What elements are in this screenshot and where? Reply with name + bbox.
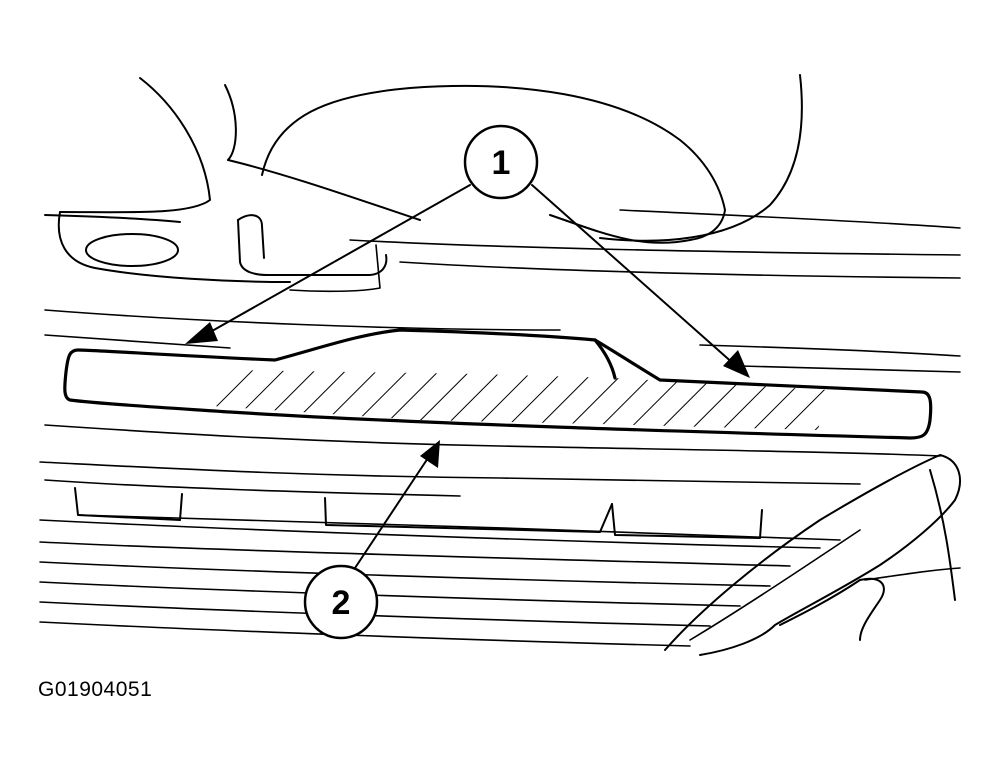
leader-arrows xyxy=(185,184,750,569)
background-structure xyxy=(44,74,961,373)
callout-1: 1 xyxy=(463,124,539,200)
callout-2-label: 2 xyxy=(332,584,351,622)
trim-strip xyxy=(63,328,933,440)
figure-id-label: G01904051 xyxy=(38,678,153,701)
lower-structure xyxy=(39,424,961,656)
callout-1-label: 1 xyxy=(492,144,511,182)
callout-2: 2 xyxy=(303,564,379,640)
